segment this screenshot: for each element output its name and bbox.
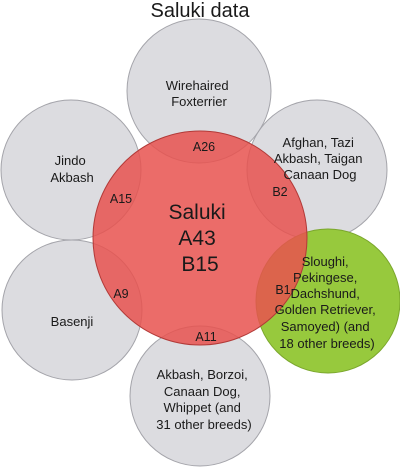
overlap-lower-left-label: A9 (113, 287, 128, 301)
overlap-lower-right-label: B1 (275, 283, 290, 297)
circle-lower-right-label: Sloughi, Pekingese, Dachshund, Golden Re… (275, 254, 380, 351)
diagram-title: Saluki data (151, 0, 251, 22)
circle-upper-left-label: Jindo Akbash (50, 153, 93, 185)
circle-lower-left-label: Basenji (51, 314, 94, 329)
center-circle (92, 130, 308, 346)
overlap-top-label: A26 (193, 140, 215, 154)
overlap-upper-right-label: B2 (272, 185, 287, 199)
center-label: Saluki A43 B15 (168, 201, 231, 276)
circle-upper-right-label: Afghan, Tazi Akbash, Taigan Canaan Dog (274, 135, 366, 182)
overlap-upper-left-label: A15 (110, 192, 132, 206)
circle-bottom-label: Akbash, Borzoi, Canaan Dog, Whippet (and… (156, 367, 251, 432)
circle-top-label: Wirehaired Foxterrier (166, 78, 232, 109)
overlap-bottom-label: A11 (195, 330, 216, 344)
